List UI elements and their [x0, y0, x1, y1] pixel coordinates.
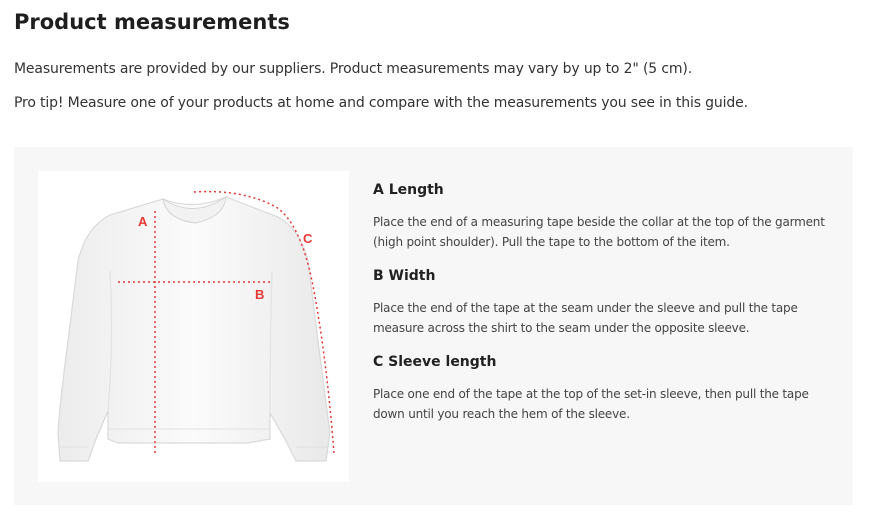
sweatshirt-illustration: A B C — [57, 190, 335, 462]
sweatshirt-diagram: A B C — [38, 171, 349, 482]
length-title: A Length — [373, 182, 444, 198]
label-a: A — [138, 214, 148, 229]
sleeve-length-description: Place one end of the tape at the top of … — [373, 387, 809, 421]
label-c: C — [303, 231, 313, 246]
supplier-note: Measurements are provided by our supplie… — [14, 61, 692, 77]
width-title: B Width — [373, 268, 436, 284]
pro-tip: Pro tip! Measure one of your products at… — [14, 95, 748, 111]
page-title: Product measurements — [14, 10, 290, 34]
sleeve-guide-line — [193, 190, 335, 454]
measurement-guides — [118, 190, 335, 454]
length-description: Place the end of a measuring tape beside… — [373, 215, 825, 249]
sleeve-length-title: C Sleeve length — [373, 354, 497, 370]
width-description: Place the end of the tape at the seam un… — [373, 301, 798, 335]
label-b: B — [255, 287, 264, 302]
measurement-panel: A B C A Length Place the end of a measur… — [14, 147, 853, 505]
